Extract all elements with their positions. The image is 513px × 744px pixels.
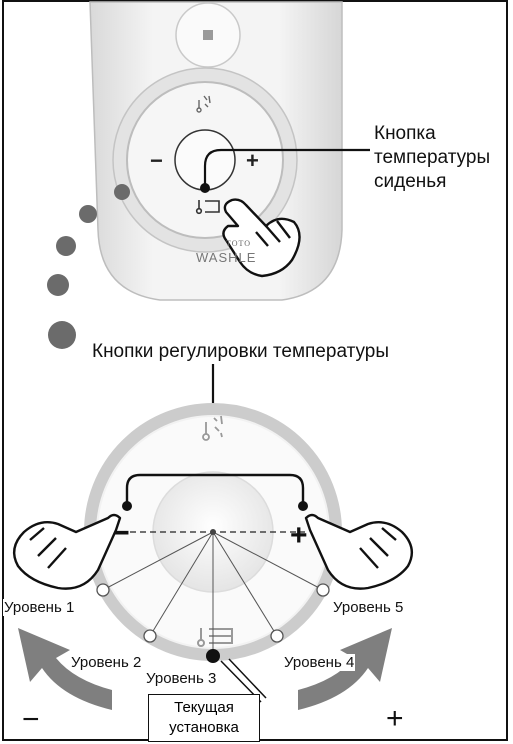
level-dot-1 bbox=[114, 184, 130, 200]
left-hand-icon bbox=[12, 513, 122, 590]
seat-temp-label-line1: Кнопка bbox=[374, 123, 436, 144]
seat-temp-callout-dot bbox=[200, 183, 210, 193]
big-plus-icon: + bbox=[290, 519, 308, 552]
decrease-sign: − bbox=[22, 703, 40, 736]
current-setting-line1: Текущая bbox=[174, 699, 234, 716]
level-dot-4 bbox=[47, 274, 69, 296]
seat-temp-label-line2: температуры bbox=[374, 147, 491, 168]
level-4-label: Уровень 4 bbox=[283, 654, 356, 671]
decrease-arrow bbox=[18, 628, 112, 710]
level-dot-2 bbox=[79, 205, 97, 223]
brand-logo: TOTO bbox=[226, 239, 251, 248]
level-marker-2 bbox=[143, 629, 157, 643]
level-marker-4 bbox=[270, 629, 284, 643]
right-hand-icon bbox=[304, 513, 414, 590]
enlarged-water-temp-icon bbox=[202, 415, 223, 441]
bracket-dot-left bbox=[122, 501, 132, 511]
water-temp-icon bbox=[196, 95, 211, 113]
level-marker-5 bbox=[316, 583, 330, 597]
level-markers bbox=[96, 583, 330, 643]
adjust-buttons-label: Кнопки регулировки температуры bbox=[92, 341, 390, 362]
level-marker-3-current bbox=[206, 649, 220, 663]
dial-plus-icon: + bbox=[246, 148, 259, 173]
seat-temp-button-label: Кнопка температуры сиденья bbox=[374, 122, 490, 194]
stop-icon bbox=[203, 30, 213, 40]
pointing-hand-icon bbox=[222, 198, 301, 278]
level-dot-3 bbox=[56, 236, 76, 256]
level-1-label: Уровень 1 bbox=[3, 599, 76, 616]
remote-control: − + TOTO WASHLE bbox=[89, 1, 370, 301]
level-5-label: Уровень 5 bbox=[332, 599, 405, 616]
seat-temp-callout-line bbox=[203, 148, 370, 188]
level-marker-1 bbox=[96, 583, 110, 597]
dial-minus-icon: − bbox=[150, 148, 163, 173]
increase-sign: + bbox=[386, 702, 404, 735]
current-setting-box: Текущая установка bbox=[148, 694, 260, 742]
level-indicator-dots bbox=[47, 184, 130, 349]
bracket-dot-right bbox=[298, 501, 308, 511]
brand-wordmark: WASHLE bbox=[196, 250, 256, 265]
seat-temp-label-line3: сиденья bbox=[374, 171, 447, 192]
adjust-bracket bbox=[125, 473, 305, 504]
enlarged-seat-temp-icon bbox=[197, 628, 233, 647]
level-lines bbox=[102, 531, 324, 656]
enlarged-dial: − + bbox=[84, 364, 342, 703]
seat-temp-icon bbox=[195, 200, 220, 215]
current-setting-line2: установка bbox=[169, 719, 239, 736]
level-3-label: Уровень 3 bbox=[145, 670, 218, 687]
level-2-label: Уровень 2 bbox=[70, 654, 143, 671]
dial-center-dot bbox=[210, 529, 216, 535]
level-dot-5 bbox=[48, 321, 76, 349]
